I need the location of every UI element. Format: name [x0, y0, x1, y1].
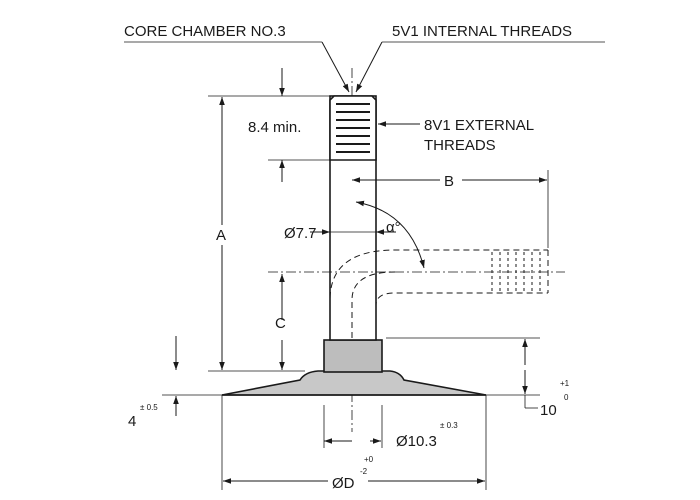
dim-10-tol-upper: +1	[560, 379, 570, 388]
dim-C-label: C	[275, 315, 286, 332]
external-threads-label-2: THREADS	[424, 137, 496, 154]
dim-10-3-tolerance: ± 0.3	[440, 421, 458, 430]
dim-alpha-label: α°	[386, 219, 401, 236]
dim-8-4-label: 8.4 min.	[248, 119, 301, 136]
external-thread-lines	[336, 103, 370, 153]
dim-4-label: 4	[128, 413, 136, 430]
dim-dia-10-3-label: Ø10.3	[396, 433, 437, 450]
bent-stem-alternative	[268, 249, 565, 338]
dim-4-tolerance: ± 0.5	[140, 403, 158, 412]
dim-10-tol-lower: 0	[564, 393, 569, 402]
dim-dia-7-7-label: Ø7.7	[284, 225, 317, 242]
dim-D-tol-lower: -2	[360, 467, 368, 476]
dim-A-label: A	[216, 227, 226, 244]
dim-D-tol-upper: +0	[364, 455, 374, 464]
external-threads-label-1: 8V1 EXTERNAL	[424, 117, 534, 134]
internal-threads-label: 5V1 INTERNAL THREADS	[392, 23, 572, 40]
dim-10-label: 10	[540, 402, 557, 419]
core-chamber-label: CORE CHAMBER NO.3	[124, 23, 286, 40]
valve-nut	[323, 339, 383, 373]
valve-base	[221, 370, 487, 396]
dim-dia-D-label: ØD	[332, 475, 355, 492]
dim-B-label: B	[444, 173, 454, 190]
